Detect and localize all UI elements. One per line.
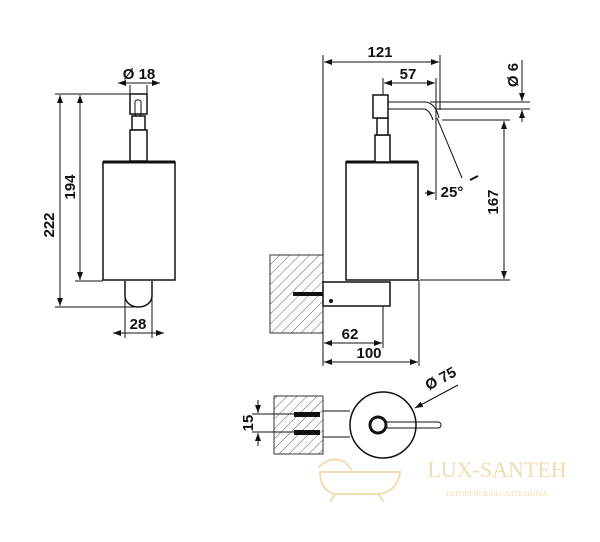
pump-circle: [368, 415, 388, 435]
bathtub-logo: [317, 458, 402, 503]
top-view: 15 Ø 75: [240, 364, 460, 459]
dim-body-height: 194: [62, 174, 79, 200]
spout-top: [382, 421, 442, 429]
side-view: 222 194 Ø 18 28: [41, 66, 176, 338]
dim-spout-diameter: Ø 6: [505, 63, 522, 87]
pump-head: [372, 94, 389, 119]
wall-screw: [293, 292, 323, 296]
dim-spout-height: 167: [485, 189, 502, 214]
wall-section: [273, 395, 324, 455]
watermark-tagline: ЕВРОПЕЙСКАЯ САНТЕХНИКА: [446, 490, 547, 498]
dim-spout-length: 57: [400, 66, 417, 83]
dispenser-body: [102, 161, 176, 281]
dim-body-diameter: Ø 75: [423, 364, 460, 394]
dispenser-body: [345, 161, 419, 281]
watermark: LUX-SANTEH ЕВРОПЕЙСКАЯ САНТЕХНИКА: [317, 457, 567, 503]
pump-neck: [131, 115, 146, 131]
dim-screw-spacing: 15: [240, 415, 257, 432]
dim-total-height: 222: [41, 212, 58, 237]
dim-bottom-width: 28: [130, 316, 147, 333]
dim-wall-to-body: 100: [356, 345, 381, 362]
watermark-brand: LUX-SANTEH: [427, 457, 566, 482]
wall-bracket: [322, 281, 391, 307]
dim-bracket-depth: 62: [342, 326, 359, 343]
dim-spout-angle: 25°: [441, 184, 464, 201]
bottom-cap: [124, 281, 153, 308]
pump-stem: [374, 134, 391, 163]
pump-head: [129, 93, 148, 115]
dim-total-depth: 121: [367, 44, 392, 61]
dim-pump-diameter: Ø 18: [123, 66, 156, 83]
wall-screw: [294, 412, 320, 417]
spout: [388, 101, 440, 121]
pump-stem: [129, 129, 148, 162]
wall-screw: [294, 430, 320, 435]
front-view: Ø 6 121 57 25° 167 62 100: [269, 44, 530, 366]
